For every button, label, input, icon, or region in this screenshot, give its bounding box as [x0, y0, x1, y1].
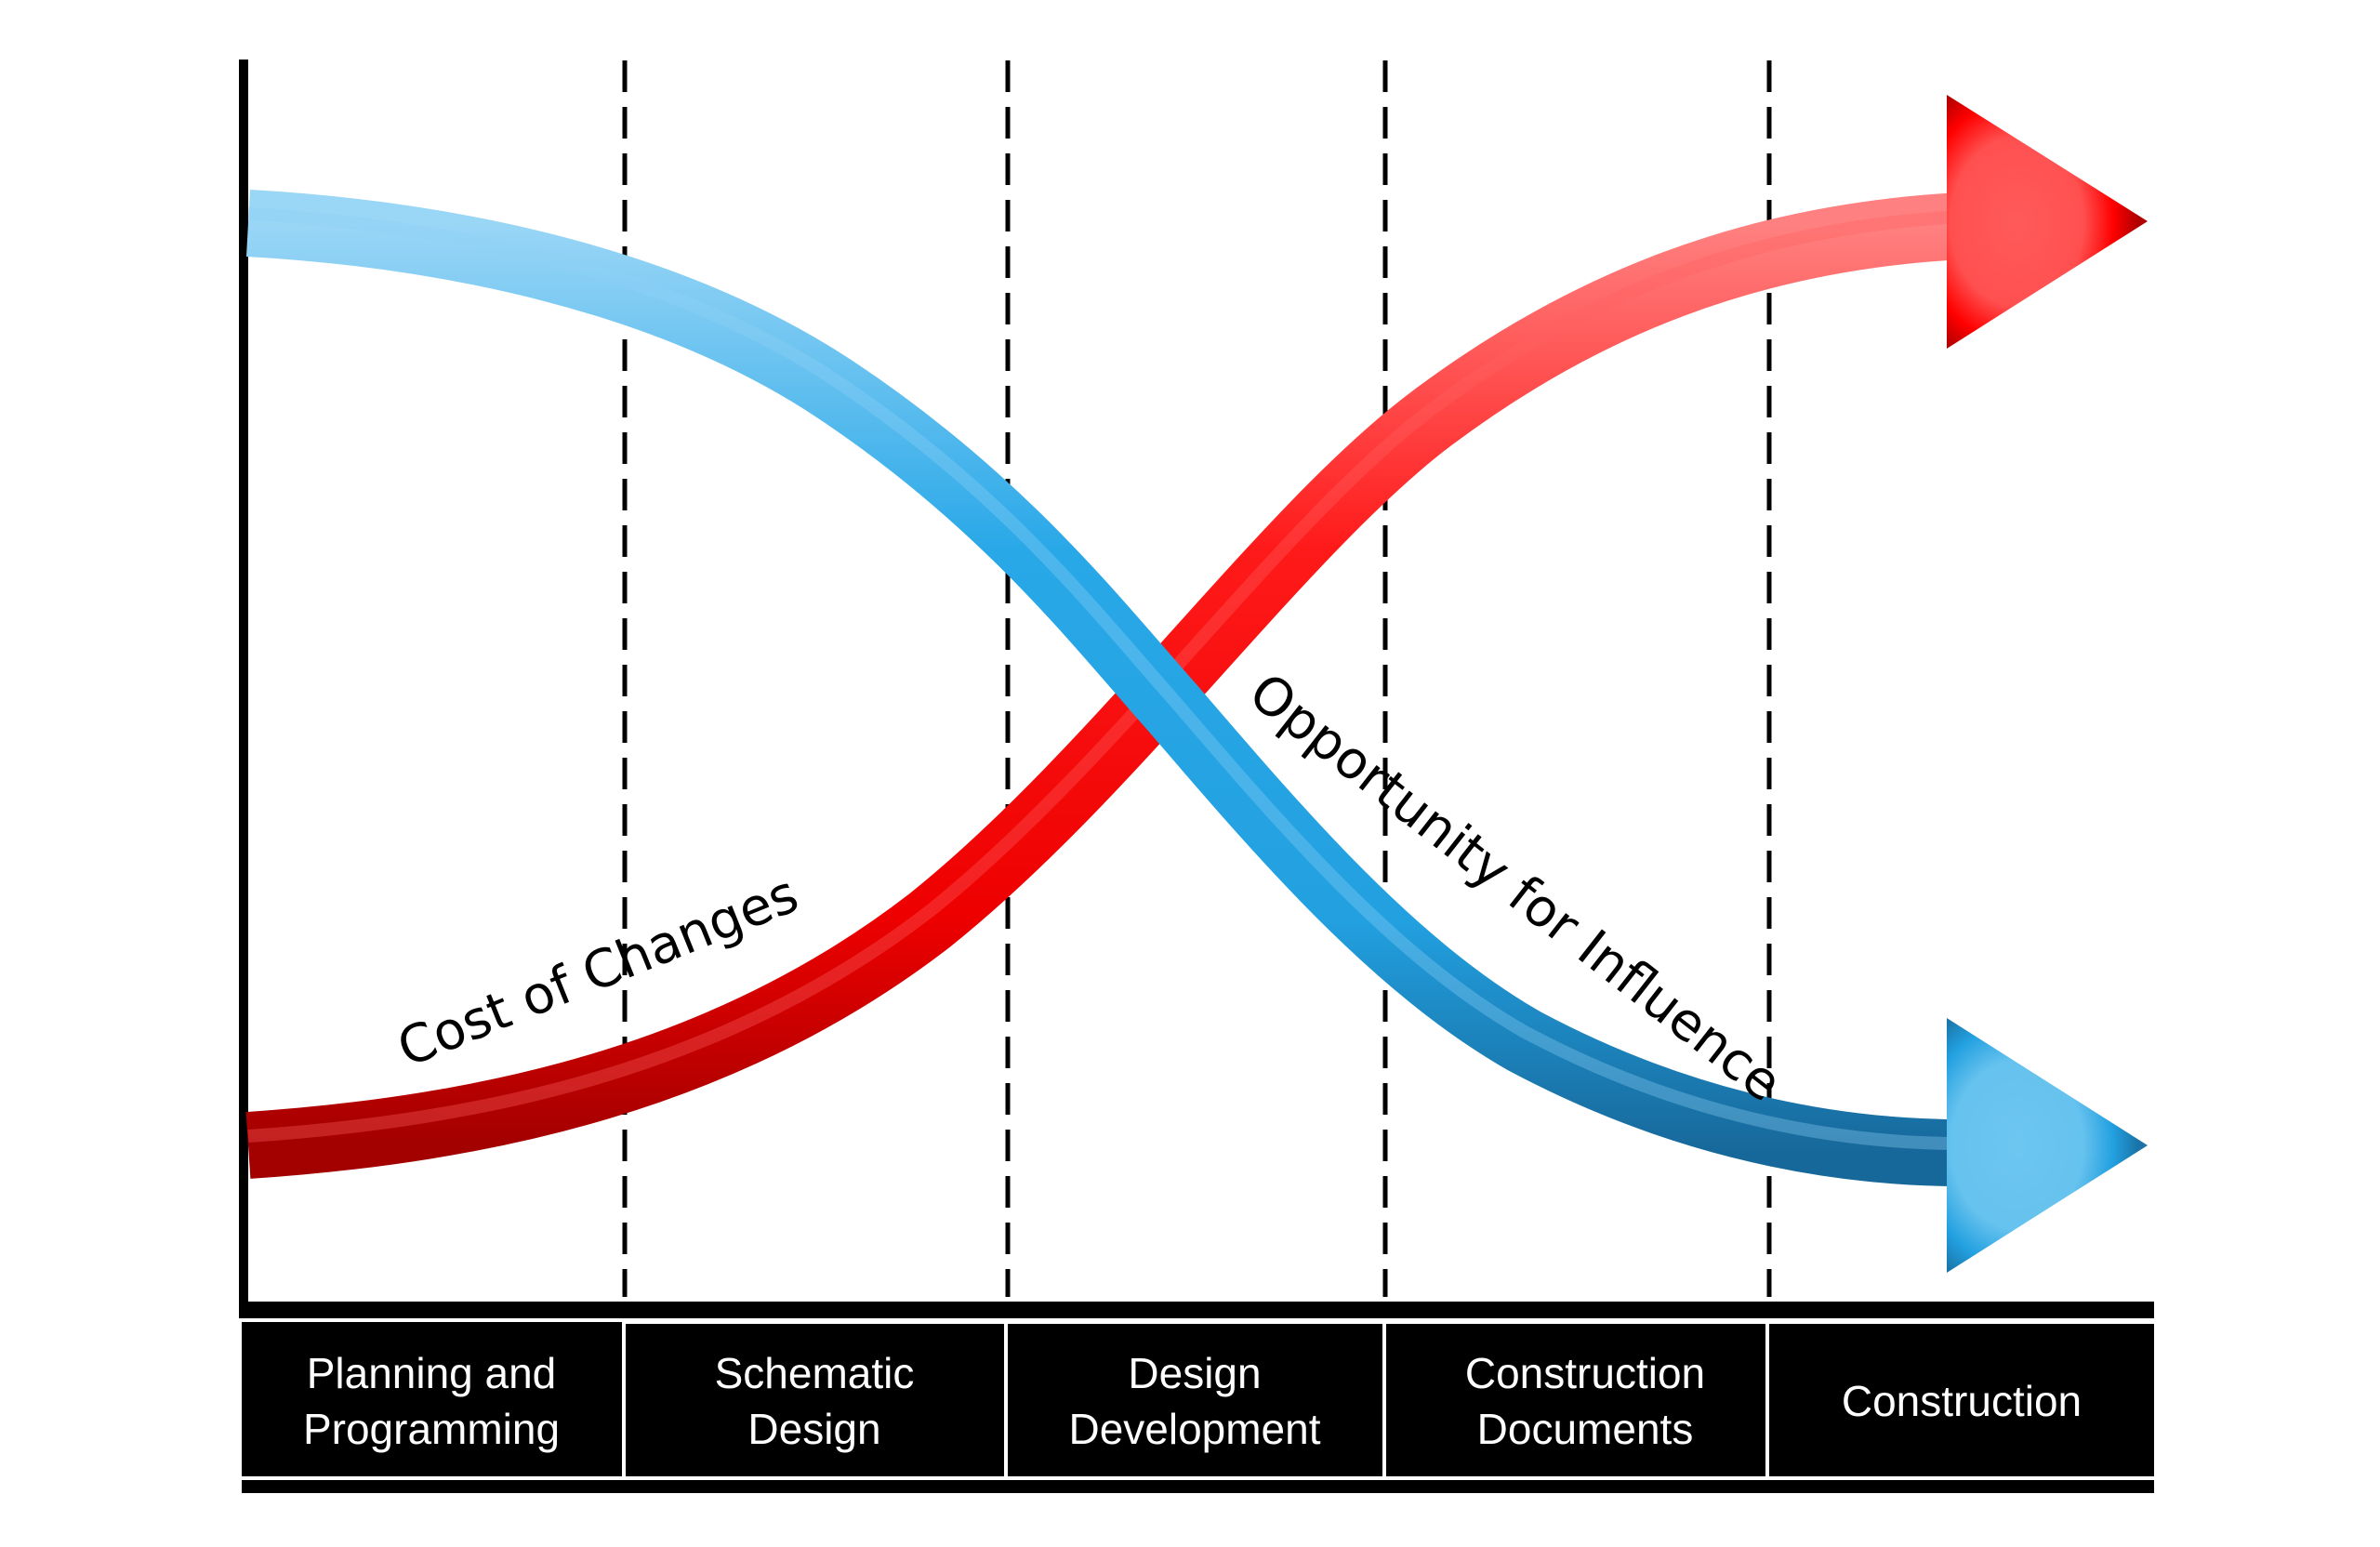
phase-label-design-dev-line2: Development	[1068, 1405, 1320, 1453]
opportunity-for-influence-line-highlight	[247, 207, 1963, 1150]
x-axis	[239, 1302, 2154, 1318]
cost-of-changes-arrowhead-icon	[1947, 95, 2148, 349]
curve-opportunity-for-influence	[245, 190, 2148, 1273]
phase-box	[1008, 1324, 1382, 1476]
phase-box	[242, 1322, 622, 1476]
phase-label-construction-docs-line2: Documents	[1477, 1405, 1694, 1453]
phase-label-schematic-line1: Schematic	[715, 1349, 915, 1397]
phase-label-planning-line1: Planning and	[307, 1349, 557, 1397]
phase-label-planning-line2: Programming	[303, 1405, 560, 1453]
y-axis	[239, 60, 248, 1313]
phase-box	[626, 1324, 1004, 1476]
opportunity-for-influence-line	[245, 190, 1963, 1186]
phase-label-construction: Construction	[1842, 1377, 2082, 1425]
phase-label-schematic-line2: Design	[747, 1405, 880, 1453]
phase-bar: Planning and Programming Schematic Desig…	[239, 1318, 2154, 1504]
phase-box	[1386, 1324, 1765, 1476]
phase-bar-bottom-rule	[242, 1480, 2154, 1493]
phase-label-construction-docs-line1: Construction	[1465, 1349, 1705, 1397]
opportunity-for-influence-arrowhead-icon	[1947, 1018, 2148, 1273]
phase-label-design-dev-line1: Design	[1128, 1349, 1261, 1397]
phase-box	[1769, 1324, 2154, 1476]
